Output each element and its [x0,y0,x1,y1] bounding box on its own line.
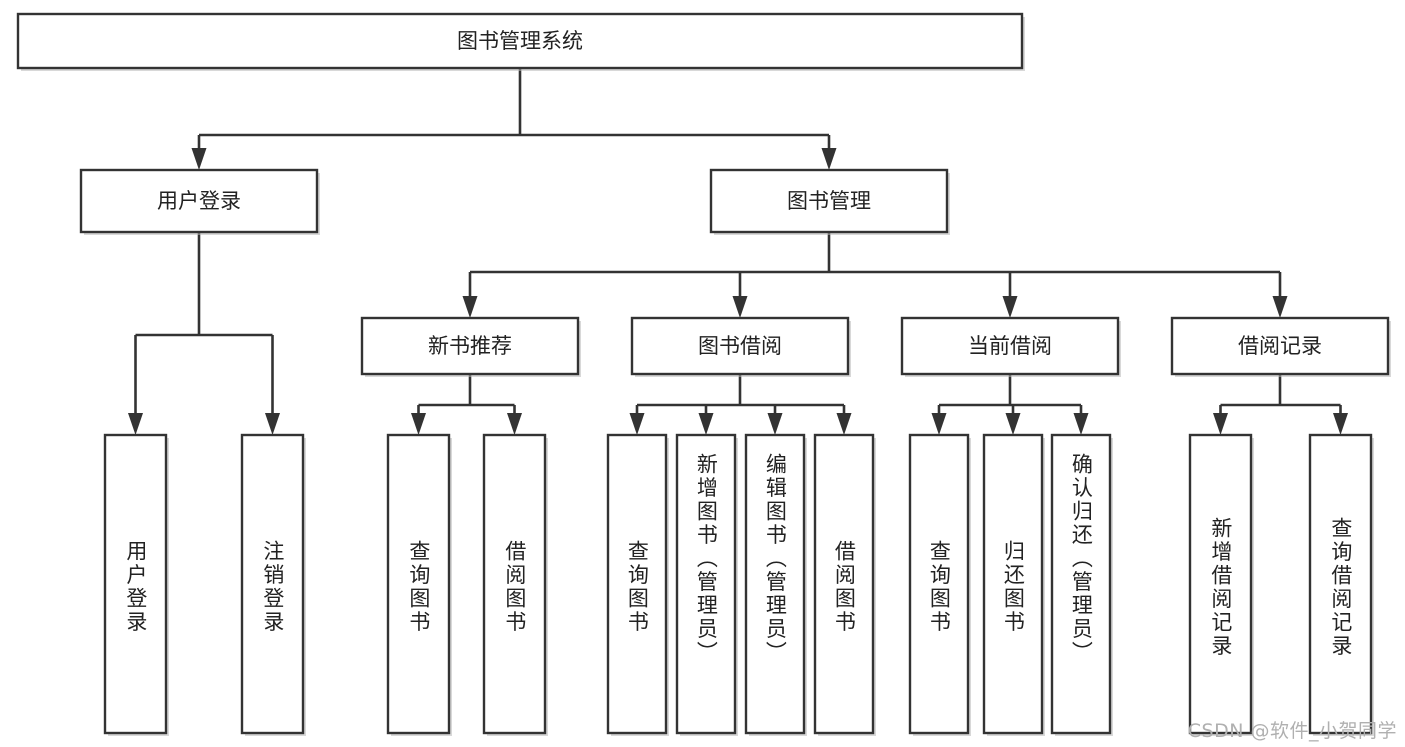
node-leaf-edit-book[interactable] [744,433,807,736]
node-rect [675,433,737,735]
node-book-manage[interactable]: 图书管理 [709,168,950,235]
arrow-head-icon [411,413,426,435]
node-rect [16,12,1024,70]
arrow-head-icon [629,413,645,435]
node-label: 新书推荐 [428,334,512,358]
node-rect [744,433,806,735]
node-label: 图书管理 [787,189,871,213]
arrow-head-icon [1333,413,1348,435]
node-rect [386,433,451,735]
node-user-login[interactable]: 用户登录 [79,168,320,235]
arrow-head-icon [836,413,852,435]
node-label: 当前借阅 [968,334,1052,358]
node-rect [1050,433,1112,735]
node-book-borrow[interactable]: 图书借阅 [630,316,851,377]
arrow-head-icon [931,413,947,435]
arrow-head-icon [1005,413,1021,435]
node-leaf-query-book-current[interactable] [908,433,971,736]
node-borrow-record[interactable]: 借阅记录 [1170,316,1391,377]
node-label: 图书借阅 [698,334,782,358]
node-rect [360,316,580,376]
node-leaf-query-record[interactable] [1308,433,1374,736]
node-label: 借阅记录 [1238,334,1322,358]
node-rect [908,433,970,735]
arrow-head-icon [507,413,522,435]
node-rect [103,433,168,735]
node-leaf-query-book-borrow[interactable] [606,433,669,736]
node-leaf-query-book-rec[interactable] [386,433,452,736]
node-leaf-user-login[interactable] [103,433,169,736]
node-rect [79,168,319,234]
node-leaf-return-book[interactable] [982,433,1045,736]
csdn-watermark: CSDN @软件_小贺同学 [1187,720,1397,742]
node-label: 用户登录 [157,189,241,213]
node-leaf-borrow-book-rec[interactable] [482,433,548,736]
node-new-book-recommend[interactable]: 新书推荐 [360,316,581,377]
node-label: 图书管理系统 [457,29,583,53]
node-leaf-add-book[interactable] [675,433,738,736]
arrow-head-icon [732,296,748,318]
node-rect [813,433,875,735]
node-rect [1308,433,1373,735]
node-current-borrow[interactable]: 当前借阅 [900,316,1121,377]
node-leaf-confirm-return[interactable] [1050,433,1113,736]
node-leaf-logout[interactable] [240,433,306,736]
node-rect [240,433,305,735]
node-leaf-add-record[interactable] [1188,433,1254,736]
node-leaf-borrow-book[interactable] [813,433,876,736]
arrow-head-icon [767,413,783,435]
arrow-head-icon [191,148,207,170]
node-rect [606,433,668,735]
node-rect [1188,433,1253,735]
node-rect [482,433,547,735]
node-rect [709,168,949,234]
arrow-head-icon [1002,296,1018,318]
node-root[interactable]: 图书管理系统 [16,12,1025,71]
arrow-head-icon [462,296,478,318]
node-rect [900,316,1120,376]
node-rect [982,433,1044,735]
arrow-head-icon [265,413,280,435]
arrow-head-icon [698,413,714,435]
arrow-head-icon [128,413,143,435]
node-rect [630,316,850,376]
arrow-head-icon [821,148,837,170]
arrow-head-icon [1272,296,1288,318]
arrow-head-icon [1213,413,1228,435]
arrow-head-icon [1073,413,1089,435]
node-rect [1170,316,1390,376]
